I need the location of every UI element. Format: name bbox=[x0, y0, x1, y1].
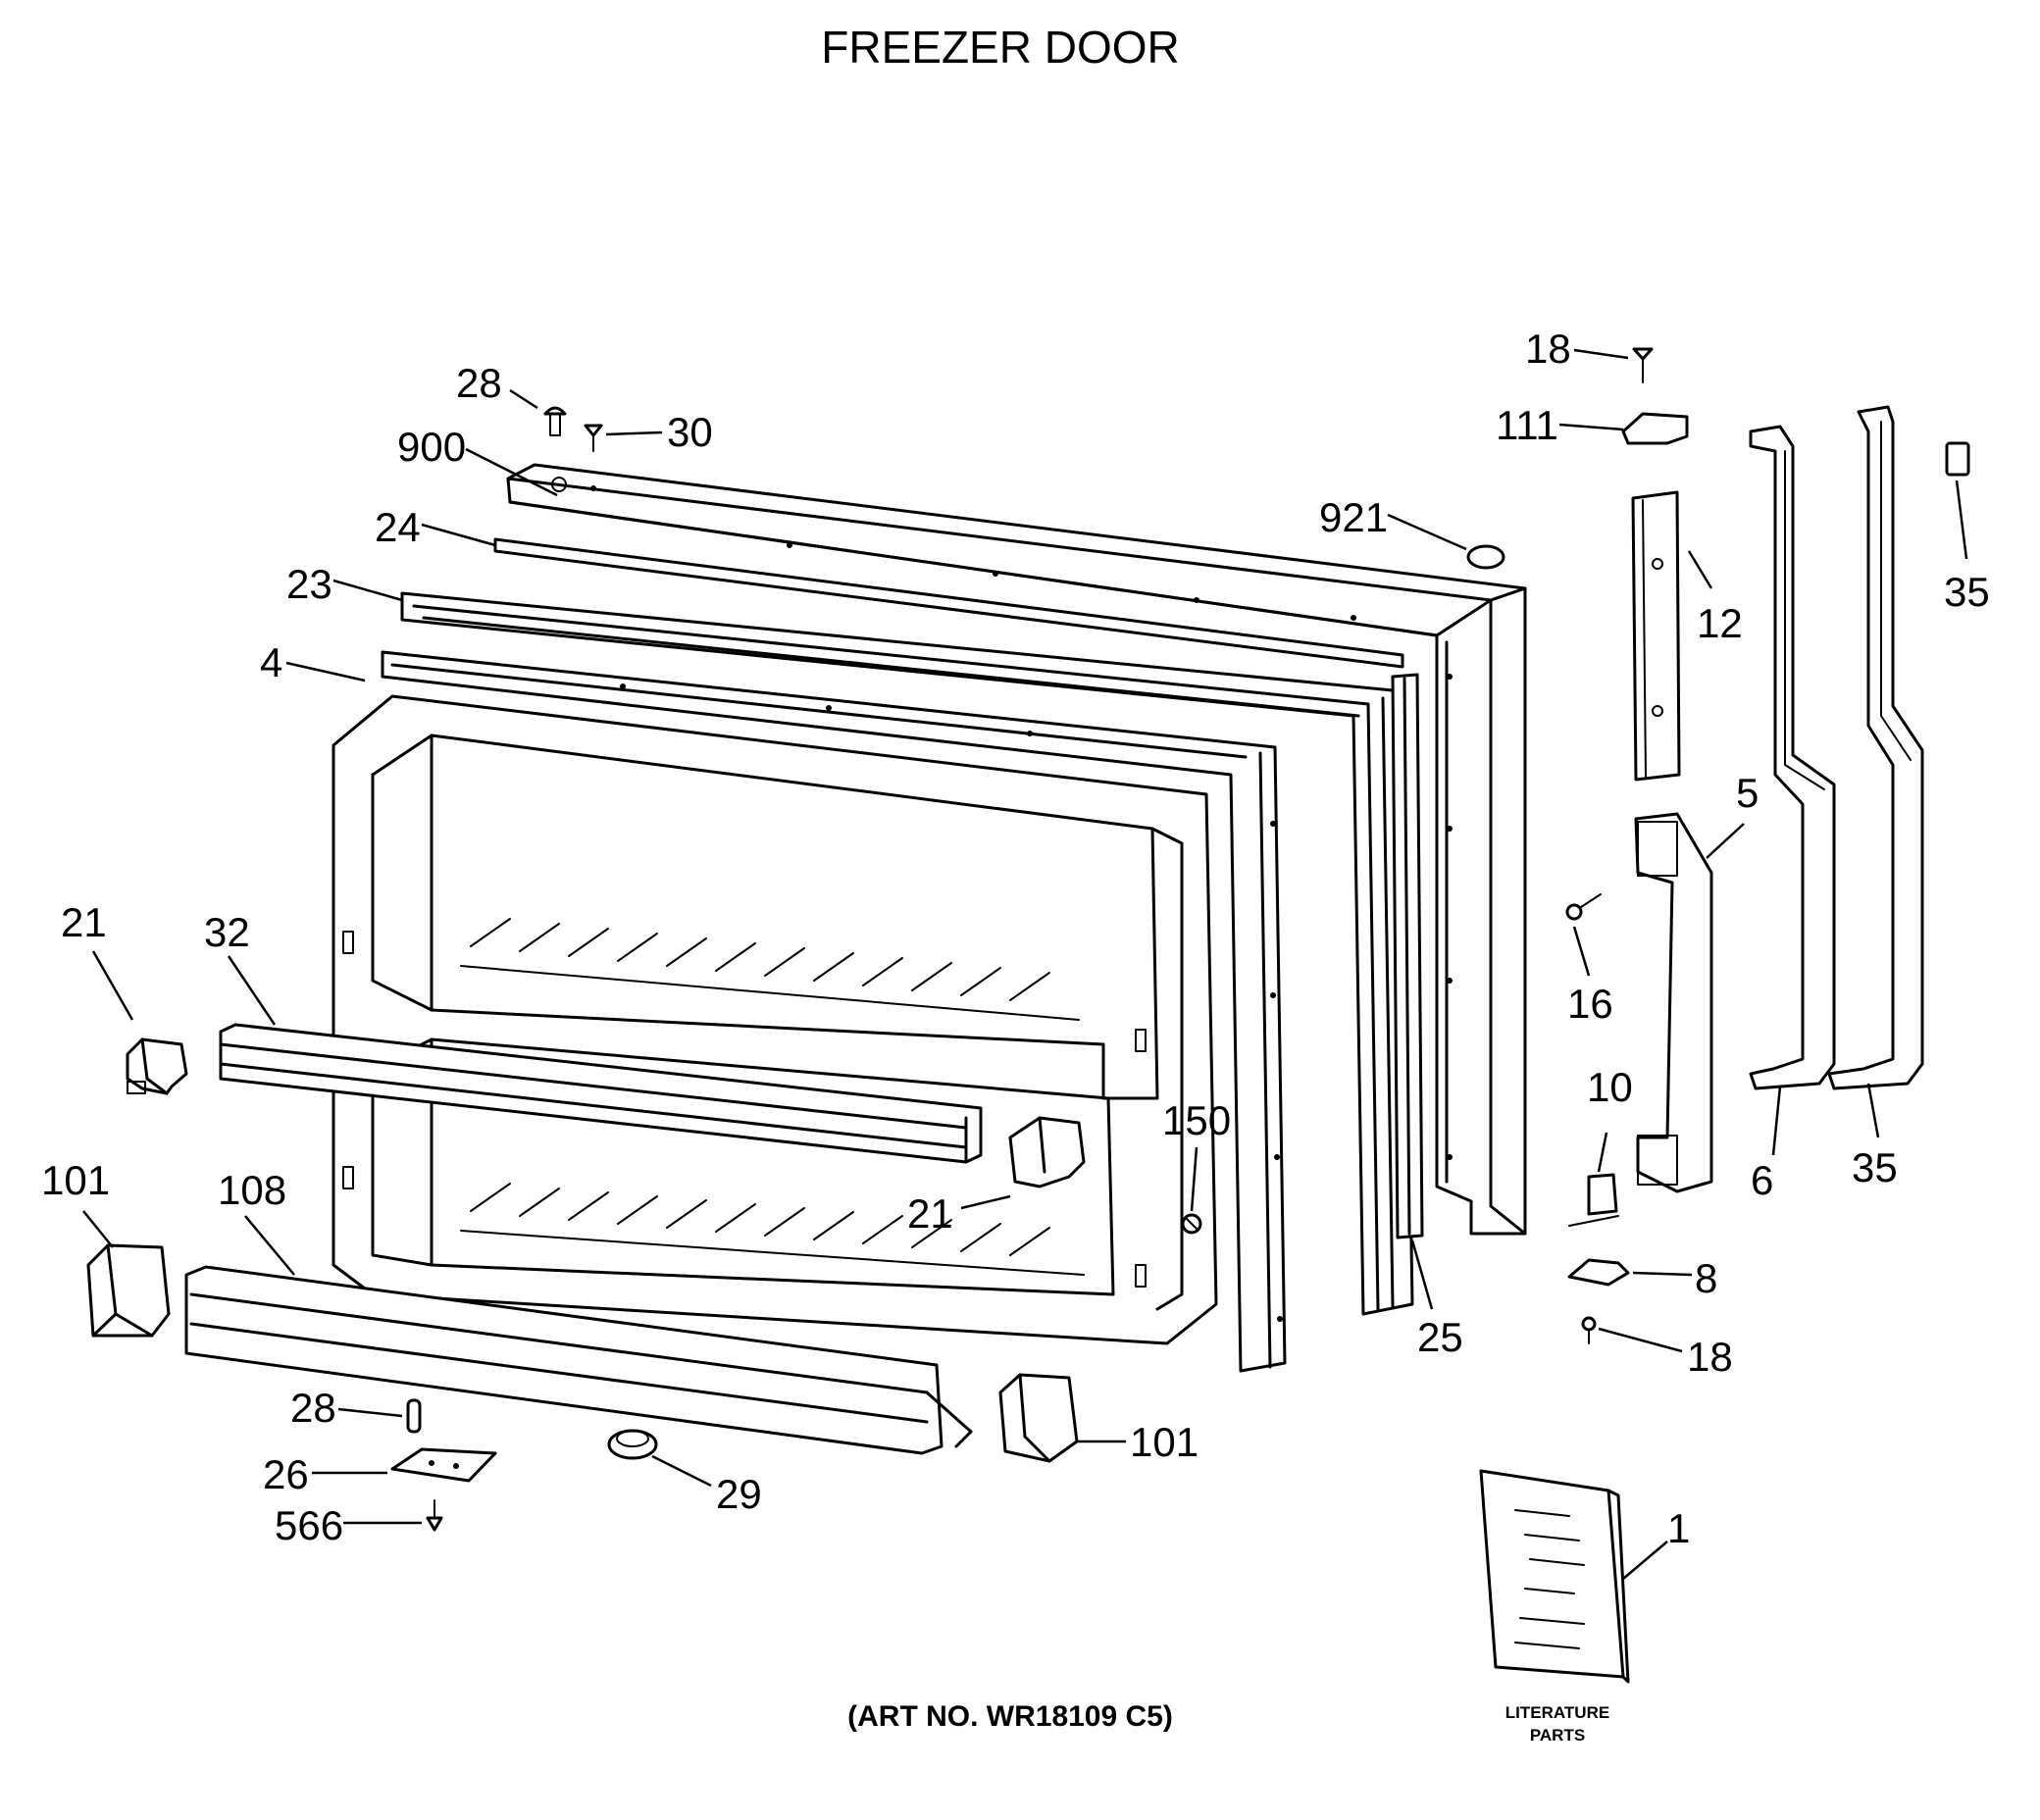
plug-921 bbox=[1466, 544, 1505, 570]
screw-16 bbox=[1565, 893, 1602, 921]
callout-5: 5 bbox=[1736, 770, 1759, 816]
callout-24: 24 bbox=[375, 504, 421, 550]
callout-18: 18 bbox=[1687, 1334, 1733, 1380]
callout-16: 16 bbox=[1567, 981, 1613, 1027]
handle-35 bbox=[1827, 405, 1924, 1090]
shelf-bracket-21-left bbox=[126, 1037, 188, 1095]
outer-door-panel bbox=[506, 463, 1527, 1236]
screw-30 bbox=[584, 424, 603, 452]
callout-21: 21 bbox=[61, 899, 107, 945]
handle-mount-5 bbox=[1634, 812, 1713, 1193]
literature-booklet bbox=[1479, 1469, 1630, 1684]
callout-4: 4 bbox=[260, 639, 282, 685]
callout-23: 23 bbox=[286, 561, 332, 607]
screw-150 bbox=[1181, 1213, 1202, 1235]
hinge-cover-101-left bbox=[86, 1243, 171, 1338]
literature-label-line2: PARTS bbox=[1530, 1726, 1585, 1744]
diagram-title: FREEZER DOOR bbox=[821, 22, 1179, 73]
callout-101: 101 bbox=[41, 1157, 110, 1203]
callout-28: 28 bbox=[456, 360, 502, 406]
stop-10 bbox=[1568, 1173, 1619, 1227]
callout-8: 8 bbox=[1695, 1255, 1717, 1301]
screw-28-top bbox=[543, 406, 567, 436]
hinge-cover-101-right bbox=[998, 1373, 1079, 1463]
hinge-plate-12 bbox=[1631, 490, 1681, 782]
handle-6 bbox=[1749, 425, 1836, 1090]
callout-12: 12 bbox=[1697, 600, 1743, 646]
screw-18-bottom bbox=[1581, 1316, 1597, 1344]
callout-21: 21 bbox=[907, 1190, 953, 1237]
callout-111: 111 bbox=[1496, 402, 1558, 448]
callout-108: 108 bbox=[218, 1167, 286, 1213]
callout-101: 101 bbox=[1130, 1419, 1198, 1465]
plate-26 bbox=[390, 1447, 497, 1483]
callout-900: 900 bbox=[397, 424, 466, 470]
callout-25: 25 bbox=[1417, 1314, 1463, 1360]
trim-piece-35 bbox=[1945, 441, 1970, 477]
callout-921: 921 bbox=[1319, 494, 1388, 540]
bottom-bar-108 bbox=[184, 1265, 973, 1455]
plug-29 bbox=[607, 1429, 658, 1460]
hinge-cap-111 bbox=[1621, 412, 1689, 445]
callout-150: 150 bbox=[1162, 1097, 1231, 1143]
callout-10: 10 bbox=[1587, 1064, 1633, 1110]
callout-26: 26 bbox=[263, 1451, 309, 1497]
shelf-ribs-upper bbox=[470, 918, 1050, 1001]
hinge-bracket-8 bbox=[1567, 1258, 1630, 1287]
gasket-strip-25 bbox=[1391, 673, 1424, 1239]
shelf-bar-32 bbox=[219, 1023, 983, 1164]
callout-35: 35 bbox=[1852, 1144, 1898, 1190]
callout-32: 32 bbox=[204, 909, 250, 955]
literature-label-line1: LITERATURE bbox=[1505, 1703, 1609, 1722]
callout-6: 6 bbox=[1751, 1157, 1773, 1203]
screw-28-bottom bbox=[406, 1398, 422, 1434]
callout-18: 18 bbox=[1525, 326, 1571, 372]
leader-lines bbox=[82, 348, 1968, 1580]
screw-18-top bbox=[1632, 347, 1654, 383]
shelf-bracket-21-mid bbox=[1008, 1116, 1086, 1188]
inner-door-liner bbox=[332, 694, 1218, 1345]
callout-28: 28 bbox=[290, 1385, 336, 1431]
screw-566 bbox=[426, 1499, 443, 1532]
callout-566: 566 bbox=[275, 1502, 343, 1548]
shelf-ribs-lower bbox=[470, 1183, 1050, 1256]
callout-35: 35 bbox=[1944, 569, 1990, 615]
breaker-strip-frame bbox=[381, 650, 1287, 1373]
callout-1: 1 bbox=[1667, 1505, 1690, 1551]
callout-labels: 18 28 30 111 900 24 921 35 12 23 4 5 21 … bbox=[41, 326, 1990, 1551]
art-number: (ART NO. WR18109 C5) bbox=[847, 1700, 1173, 1733]
callout-30: 30 bbox=[667, 409, 713, 455]
callout-29: 29 bbox=[716, 1471, 762, 1517]
